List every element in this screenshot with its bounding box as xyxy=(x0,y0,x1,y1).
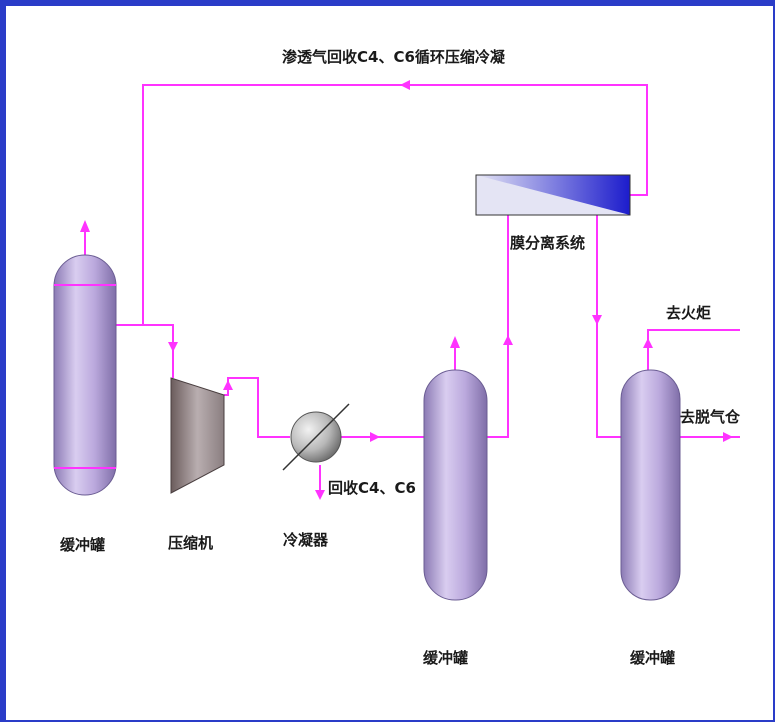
pipe-tank2-membrane xyxy=(487,215,509,438)
label-to-degas: 去脱气仓 xyxy=(680,408,741,426)
label-recover: 回收C4、C6 xyxy=(328,479,416,497)
membrane-module xyxy=(475,174,631,216)
arrow-degas-right xyxy=(723,432,733,442)
label-to-flare: 去火炬 xyxy=(666,304,711,322)
pipe-tank1-compressor xyxy=(143,324,174,378)
arrow-flare-up xyxy=(643,338,653,348)
arrow-compressor-outlet xyxy=(223,380,233,390)
label-compressor: 压缩机 xyxy=(168,534,213,552)
arrow-recover-down xyxy=(315,490,325,500)
recycle-pipe xyxy=(116,84,648,326)
condenser-unit xyxy=(282,403,350,471)
arrow-vent-tank2 xyxy=(450,336,460,348)
arrow-into-tank2 xyxy=(370,432,380,442)
label-tank1: 缓冲罐 xyxy=(60,536,105,554)
pipe-to-flare xyxy=(647,329,740,372)
buffer-tank-1 xyxy=(53,254,117,496)
label-membrane: 膜分离系统 xyxy=(510,234,585,252)
pipe-membrane-tank3 xyxy=(596,215,621,438)
label-recycle-line: 渗透气回收C4、C6循环压缩冷凝 xyxy=(282,48,506,66)
arrow-vent-tank1 xyxy=(80,220,90,232)
compressor-unit xyxy=(170,377,225,494)
pipe-compressor-condenser xyxy=(224,377,290,438)
flow-arrows xyxy=(80,80,733,500)
arrow-down-tank3 xyxy=(592,315,602,325)
label-condenser: 冷凝器 xyxy=(283,531,329,549)
arrow-recycle-left xyxy=(400,80,410,90)
arrow-into-compressor xyxy=(168,342,178,352)
arrow-up-membrane xyxy=(503,335,513,345)
label-tank3: 缓冲罐 xyxy=(630,649,675,667)
label-tank2: 缓冲罐 xyxy=(423,649,468,667)
buffer-tank-2 xyxy=(423,369,488,601)
buffer-tank-3 xyxy=(620,369,681,601)
